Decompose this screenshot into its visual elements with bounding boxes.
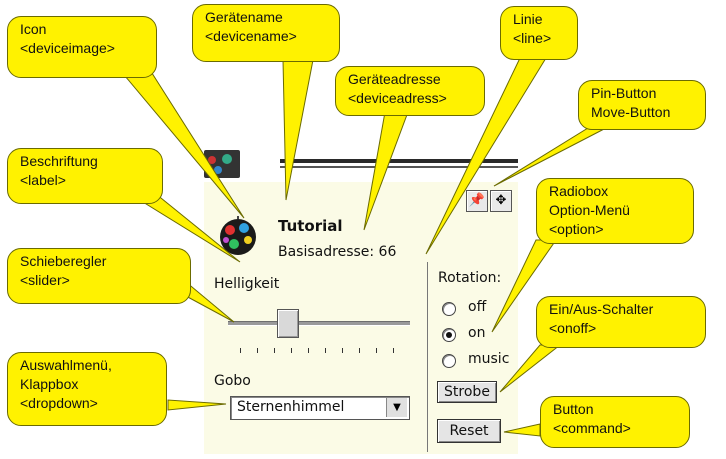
slider-thumb[interactable] (277, 309, 299, 338)
slider-tick (308, 348, 309, 353)
device-image (216, 216, 262, 258)
slider-tick (376, 348, 377, 353)
callout-icon-line1: Icon (20, 21, 47, 37)
chevron-down-icon[interactable]: ▼ (386, 398, 407, 417)
callout-onoff: Ein/Aus-Schalter <onoff> (536, 296, 706, 348)
callout-label-line1: Beschriftung (20, 153, 98, 169)
radio-off-label: off (468, 299, 487, 315)
slider-tick (393, 348, 394, 353)
callout-line-line1: Linie (513, 11, 543, 27)
slider-tick (342, 348, 343, 353)
device-address: Basisadresse: 66 (278, 244, 397, 260)
pin-button[interactable]: 📌 (466, 190, 488, 212)
slider-tick (257, 348, 258, 353)
callout-dropdown: Auswahlmenü, Klappbox <dropdown> (7, 352, 167, 426)
gobo-dropdown[interactable]: Sternenhimmel (230, 396, 410, 420)
radio-music[interactable] (442, 354, 456, 368)
callout-command-line2: <command> (553, 420, 631, 436)
disco-ball-icon (220, 216, 256, 255)
callout-option-line1: Radiobox (549, 183, 609, 199)
callout-icon: Icon <deviceimage> (7, 16, 157, 78)
callout-option: Radiobox Option-Menü <option> (536, 178, 694, 244)
slider-tick (359, 348, 360, 353)
callout-dropdown-line1: Auswahlmenü, (20, 357, 112, 373)
move-button[interactable]: ✥ (490, 190, 512, 212)
slider-tick (325, 348, 326, 353)
callout-option-line2: Option-Menü (549, 202, 630, 218)
slider-tick (274, 348, 275, 353)
reset-button[interactable]: Reset (437, 419, 501, 443)
callout-pin-line2: Move-Button (591, 104, 671, 120)
dropdown-label: Gobo (214, 373, 251, 389)
callout-dropdown-line3: <dropdown> (20, 395, 98, 411)
callout-onoff-line1: Ein/Aus-Schalter (549, 301, 654, 317)
callout-command-line1: Button (553, 401, 594, 417)
callout-slider-line2: <slider> (20, 272, 70, 288)
radio-off[interactable] (442, 302, 456, 316)
option-label: Rotation: (438, 270, 502, 286)
callout-pin: Pin-Button Move-Button (578, 80, 706, 130)
callout-deviceadress: Geräteadresse <deviceadress> (335, 66, 485, 116)
slider-track[interactable] (228, 321, 410, 326)
pin-icon: 📌 (468, 193, 486, 208)
move-icon: ✥ (495, 193, 507, 208)
callout-pin-line1: Pin-Button (591, 85, 657, 101)
slider-tick (240, 348, 241, 353)
callout-deviceadress-line1: Geräteadresse (348, 71, 441, 87)
callout-line-line2: <line> (513, 30, 552, 46)
callout-onoff-line2: <onoff> (549, 320, 597, 336)
radio-music-label: music (468, 351, 510, 367)
callout-devicename-line1: Gerätename (205, 9, 283, 25)
callout-deviceadress-line2: <deviceadress> (348, 90, 447, 106)
callout-dropdown-line2: Klappbox (20, 376, 79, 392)
callout-icon-line2: <deviceimage> (20, 40, 115, 56)
slider-tick (291, 348, 292, 353)
device-name: Tutorial (278, 217, 343, 235)
strobe-toggle[interactable]: Strobe (437, 381, 497, 403)
dropdown-value: Sternenhimmel (237, 399, 345, 415)
callout-label-line2: <label> (20, 172, 66, 188)
callout-devicename-line2: <devicename> (205, 28, 297, 44)
callout-line: Linie <line> (500, 6, 578, 60)
callout-command: Button <command> (540, 396, 690, 448)
callout-devicename: Gerätename <devicename> (192, 4, 340, 62)
callout-slider-line1: Schieberegler (20, 253, 107, 269)
separator-line (427, 262, 428, 452)
radio-on-label: on (468, 325, 486, 341)
callout-slider: Schieberegler <slider> (7, 248, 191, 304)
callout-option-line3: <option> (549, 221, 604, 237)
slider-label: Helligkeit (214, 276, 280, 292)
callout-label: Beschriftung <label> (7, 148, 163, 204)
radio-on[interactable] (442, 328, 456, 342)
